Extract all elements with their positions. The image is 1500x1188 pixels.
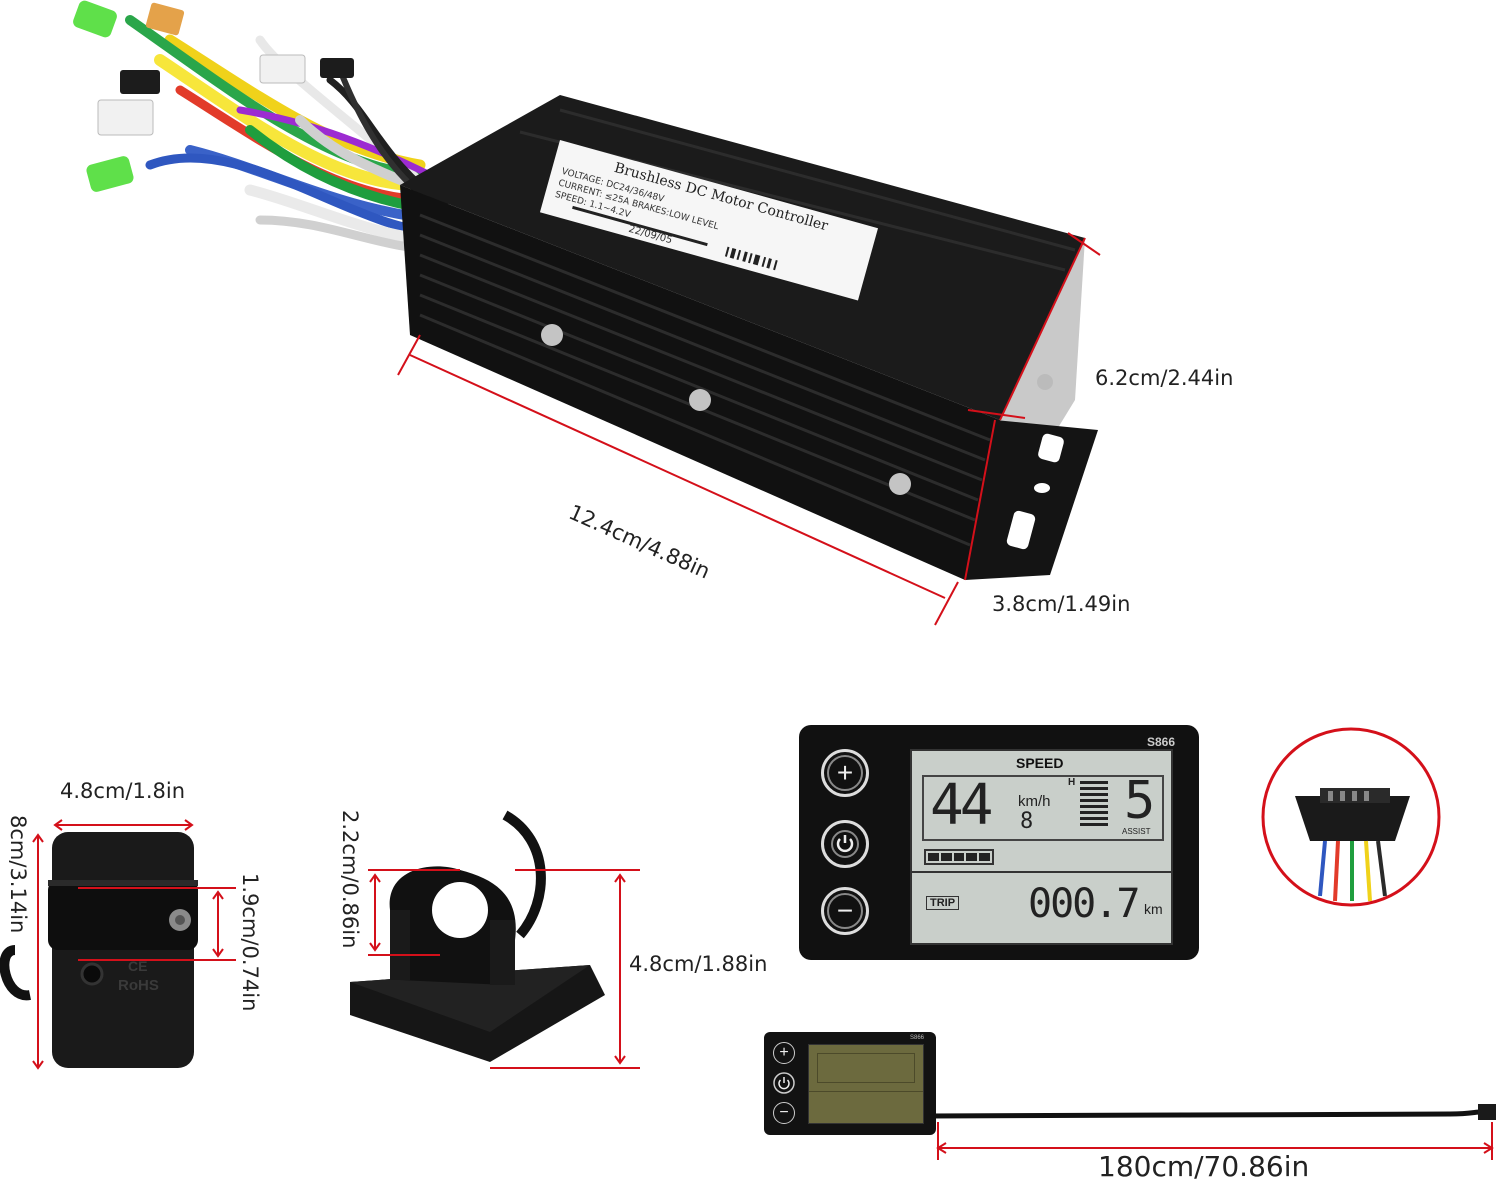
small-display-unit: + − S866	[764, 1032, 936, 1135]
speed-sub: 8	[1020, 809, 1034, 834]
level-bars	[1080, 781, 1108, 826]
display-back-dim-strap: 1.9cm/0.74in	[238, 873, 262, 1012]
small-minus-icon[interactable]: −	[773, 1102, 795, 1124]
display-back-illustration	[0, 819, 236, 1070]
rohs-mark: RoHS	[118, 977, 159, 994]
trip-value: 000.7	[1028, 881, 1140, 927]
power-icon	[831, 830, 859, 858]
speed-unit: km/h	[1018, 793, 1051, 810]
speed-label: SPEED	[1016, 755, 1064, 771]
mount-dim-height: 4.8cm/1.88in	[629, 952, 768, 976]
controller-dim-height: 6.2cm/2.44in	[1095, 366, 1234, 390]
white-connector-small	[259, 54, 306, 84]
mount-illustration	[350, 810, 640, 1069]
controller-housing	[400, 95, 1098, 580]
minus-icon: −	[827, 893, 863, 929]
assist-label: ASSIST	[1122, 827, 1151, 836]
xt60-connector	[145, 2, 185, 36]
power-button[interactable]	[821, 820, 869, 868]
small-power-icon[interactable]	[773, 1072, 795, 1094]
trip-label: TRIP	[926, 896, 960, 910]
small-display-model: S866	[909, 1035, 924, 1041]
speed-value: 44	[930, 773, 993, 838]
mount-dimension-lines	[368, 869, 640, 1069]
controller-illustration: Brushless DC Motor Controller VOLTAGE: D…	[73, 0, 1101, 626]
white-connector	[97, 99, 154, 136]
lcd-model: S866	[1146, 735, 1175, 749]
controller-dimension-lines	[397, 232, 1101, 626]
small-display-cable	[930, 1104, 1496, 1160]
minus-button[interactable]: −	[821, 887, 869, 935]
display-back-dim-height: 8cm/3.14in	[6, 815, 30, 934]
green-connector-bottom	[86, 156, 134, 192]
trip-unit: km	[1144, 901, 1163, 917]
mount-dim-clamp: 2.2cm/0.86in	[338, 810, 362, 949]
small-plus-icon[interactable]: +	[773, 1042, 795, 1064]
black-connector	[120, 70, 160, 94]
plus-button[interactable]: +	[821, 749, 869, 797]
assist-value: 5	[1124, 771, 1156, 831]
display-back-dim-width: 4.8cm/1.8in	[60, 779, 186, 803]
connector-closeup	[1261, 727, 1441, 907]
lcd-screen: SPEED 44 km/h 8 H 5 ASSIST TRIP 000.7 km	[910, 749, 1173, 945]
cable-length-dim: 180cm/70.86in	[1098, 1150, 1310, 1183]
battery-icon	[924, 849, 994, 865]
small-display-screen	[808, 1044, 924, 1124]
controller-dim-depth: 3.8cm/1.49in	[992, 592, 1131, 616]
plus-icon: +	[827, 755, 863, 791]
ce-mark: CE	[128, 958, 148, 974]
lcd-display-unit: + − S866 SPEED 44 km/h 8 H 5 ASSIST	[799, 725, 1199, 960]
green-connector-top	[73, 0, 117, 38]
speed-panel	[922, 775, 1164, 841]
h-label: H	[1068, 777, 1076, 788]
black-connector-2	[320, 58, 354, 78]
display-back-dimension-lines	[32, 819, 236, 1070]
